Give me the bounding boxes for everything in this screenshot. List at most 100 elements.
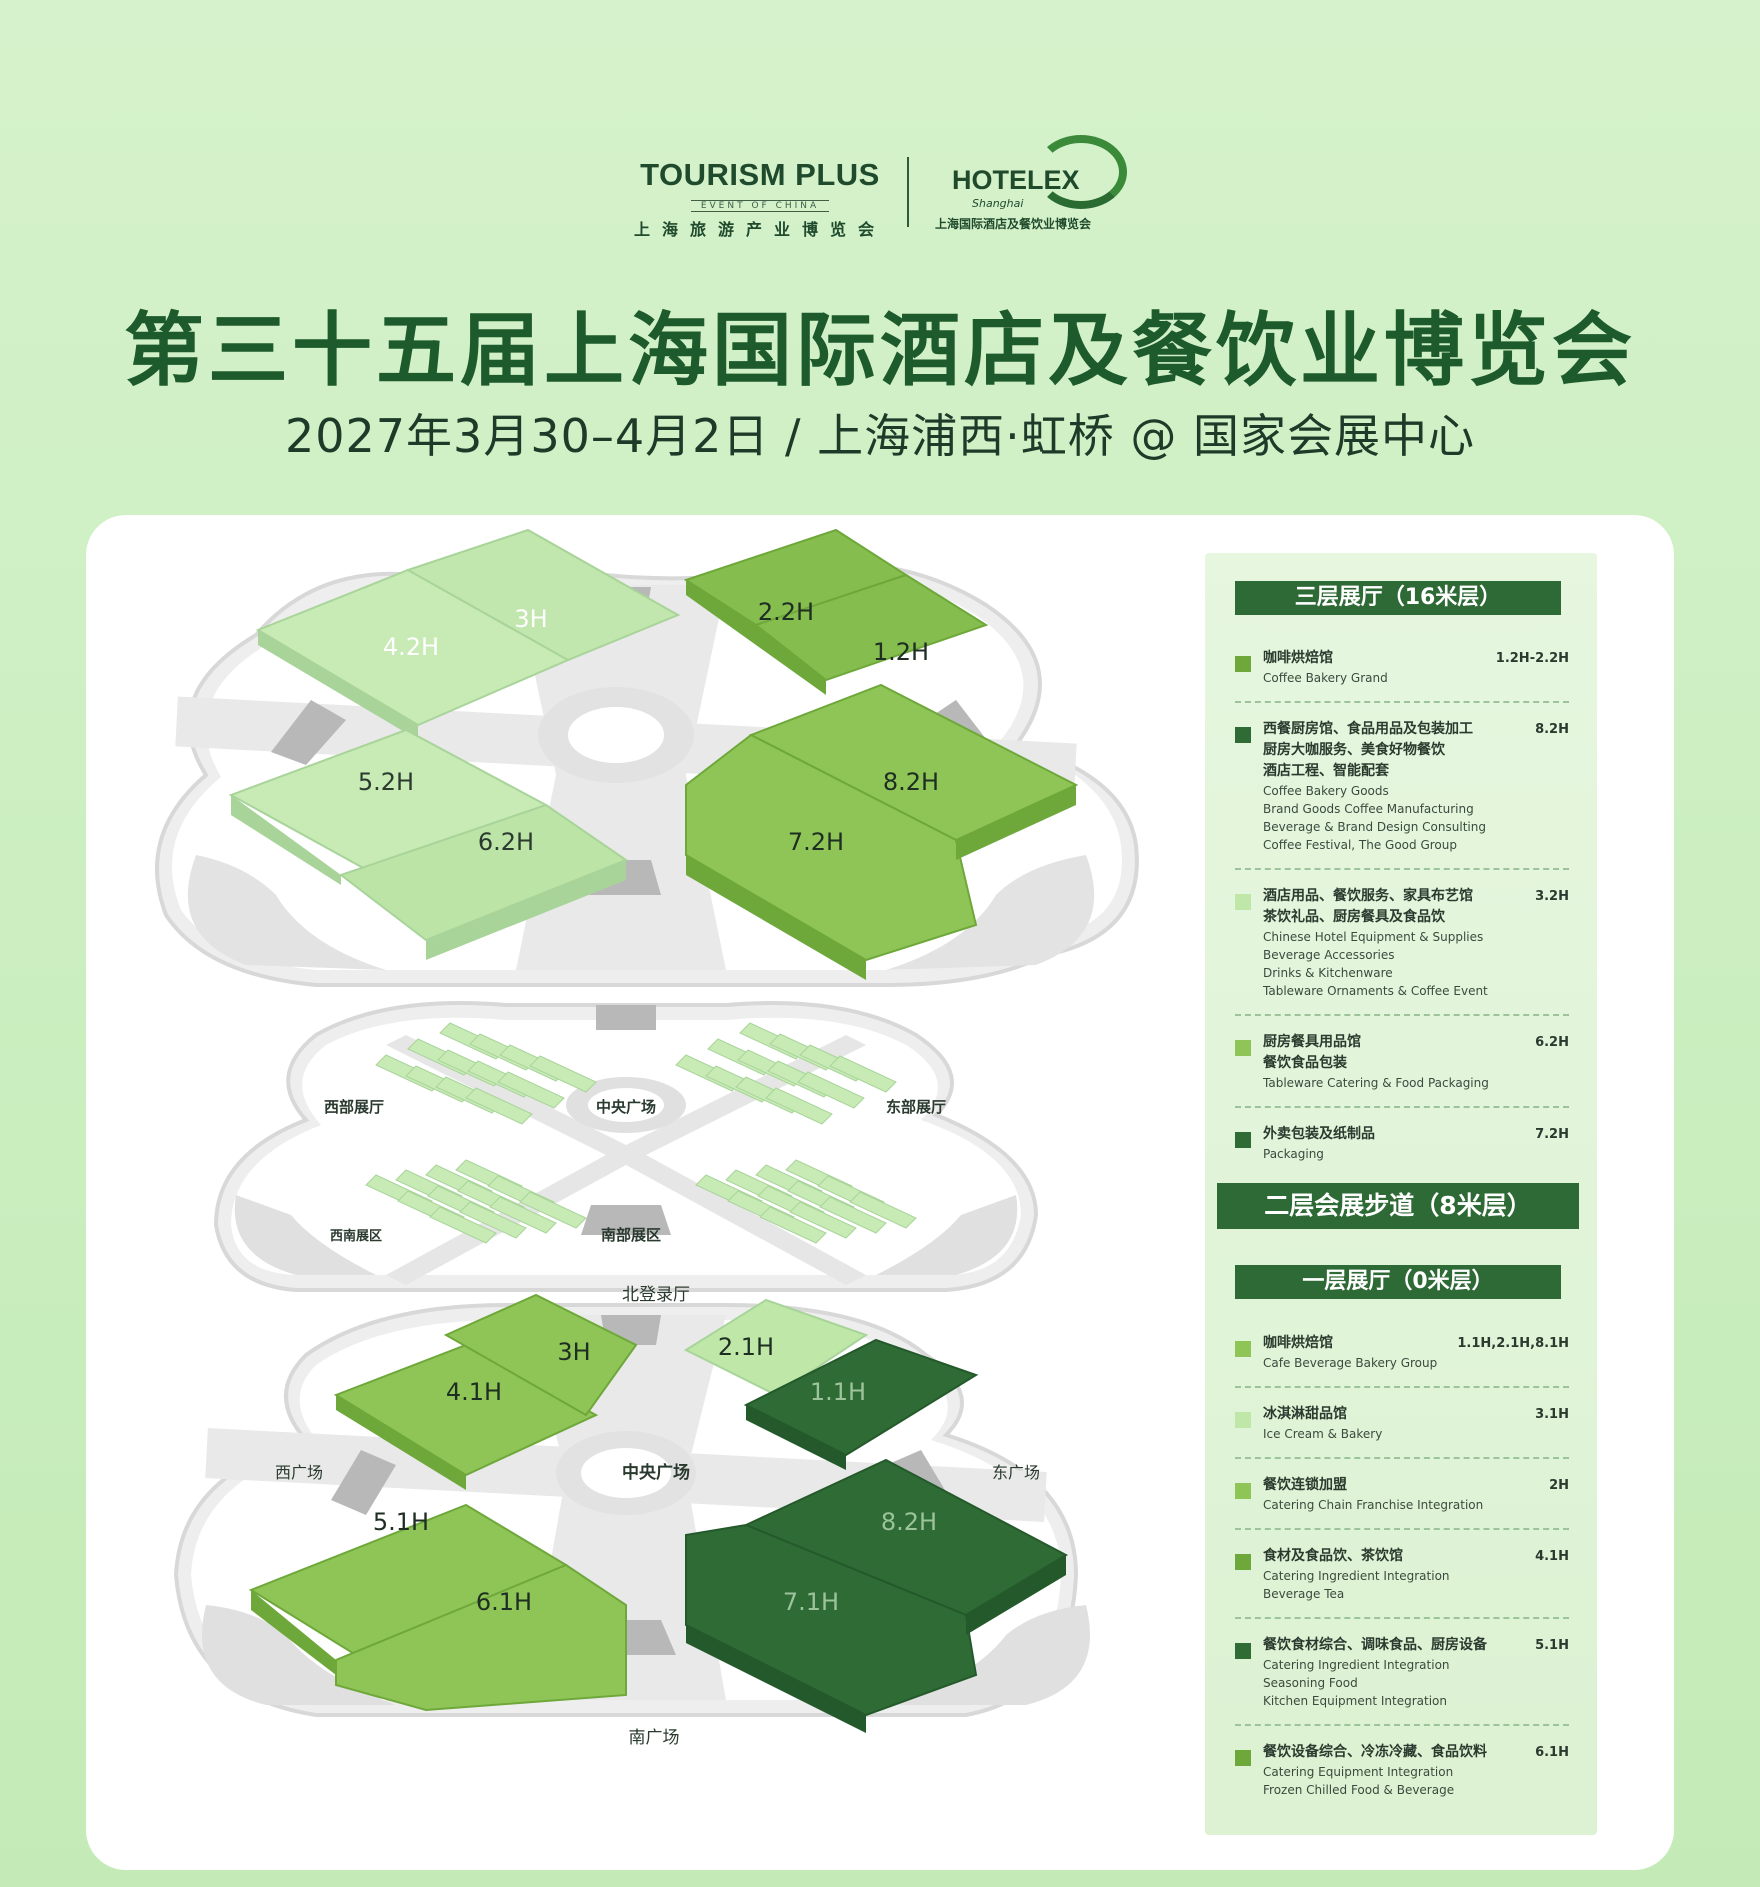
booth-block [465,1087,533,1125]
legend-hall: 1.1H,2.1H,8.1H [1457,1336,1569,1351]
hall-label: 3H [514,605,547,633]
legend-swatch [1235,894,1251,910]
legend-cn: 餐饮连锁加盟 [1263,1477,1347,1493]
legend-swatch [1235,656,1251,672]
hall-label: 3H [557,1338,590,1366]
hall-label: 8.2H [883,768,939,796]
legend-en: Beverage Tea [1263,1587,1345,1601]
legend-divider [1235,1014,1569,1016]
booth-block [797,1071,865,1109]
hall-label: 4.1H [446,1378,502,1406]
tourism-plus-logo: TOURISM PLUS EVENT OF CHINA 上海旅游产业博览会 [630,157,890,240]
legend-en: Chinese Hotel Equipment & Supplies [1263,930,1484,944]
booth-grid [365,1022,917,1244]
mid-west-label: 西部展厅 [324,1098,384,1116]
legend-en: Catering Ingredient Integration [1263,1569,1450,1583]
legend-hall: 5.1H [1535,1638,1569,1653]
level-1f [173,1293,1090,1733]
booth-block [759,1206,827,1244]
legend-en: Beverage & Brand Design Consulting [1263,820,1486,834]
hotelex-brand: HOTELEX [952,165,1080,195]
hall-label: 7.1H [783,1588,839,1616]
mid-east-label: 东部展厅 [886,1098,946,1116]
level-2f [213,1001,1039,1292]
legend-divider [1235,1724,1569,1726]
legend-en: Catering Ingredient Integration [1263,1658,1450,1672]
hall-label: 2.2H [758,598,814,626]
legend-en: Tableware Catering & Food Packaging [1263,1076,1489,1090]
legend-divider [1235,868,1569,870]
hall-label: 2.1H [718,1333,774,1361]
legend-en: Frozen Chilled Food & Beverage [1263,1783,1455,1797]
booth-block [497,1071,565,1109]
legend-hall: 8.2H [1535,722,1569,737]
booth-block [459,1201,527,1239]
legend-swatch [1235,1483,1251,1499]
hotelex-ring-icon [1035,135,1127,209]
legend-en: Tableware Ornaments & Coffee Event [1263,984,1488,998]
hotelex-cn: 上海国际酒店及餐饮业博览会 [935,217,1092,231]
legend-hall: 2H [1549,1478,1569,1493]
booth-block [849,1191,917,1229]
legend-swatch [1235,1750,1251,1766]
legend-en: Kitchen Equipment Integration [1263,1694,1447,1708]
tourism-cn: 上海旅游产业博览会 [633,220,886,239]
legend-cn: 咖啡烘焙馆 [1263,1335,1333,1351]
venue-map: 3H4.2H2.2H1.2H5.2H6.2H8.2H7.2H 中央广场西部展厅东… [155,528,1139,1748]
legend-en: Seasoning Food [1263,1676,1358,1690]
hall-label: 1.1H [810,1378,866,1406]
level-3f [155,528,1139,987]
plaza-east-label: 东广场 [992,1463,1040,1482]
legend-cn: 酒店用品、餐饮服务、家具布艺馆 茶饮礼品、厨房餐具及食品饮 [1263,888,1473,925]
legend-en: Coffee Festival, The Good Group [1263,838,1457,852]
legend-divider [1235,1106,1569,1108]
legend-en: Packaging [1263,1147,1324,1161]
legend-cn: 厨房餐具用品馆 餐饮食品包装 [1263,1034,1361,1071]
hotelex-logo: HOTELEX Shanghai 上海国际酒店及餐饮业博览会 [935,135,1135,235]
legend-swatch [1235,1643,1251,1659]
legend-cn: 西餐厨房馆、食品用品及包装加工 厨房大咖服务、美食好物餐饮 酒店工程、智能配套 [1263,721,1473,779]
level-1f-labels: 3H4.1H2.1H1.1H5.1H6.1H8.2H7.1H中央广场西广场东广场… [275,1333,1040,1748]
hall-label: 4.2H [383,633,439,661]
booth-block [429,1206,497,1244]
legend-en: Cafe Beverage Bakery Group [1263,1356,1438,1370]
legend-header-2f: 二层会展步道（8米层） [1217,1183,1579,1229]
hall-label: 6.2H [478,828,534,856]
legend-header-1f: 一层展厅（0米层） [1235,1265,1561,1299]
legend-cn: 外卖包装及纸制品 [1263,1126,1375,1142]
booth-block [829,1055,897,1093]
logo-divider [907,157,909,227]
hall-label: 5.2H [358,768,414,796]
level-3f-labels: 3H 4.2H 2.2H 1.2H 5.2H 6.2H 8.2H 7.2H [358,598,939,856]
legend-hall: 6.1H [1535,1745,1569,1760]
legend-en: Ice Cream & Bakery [1263,1427,1383,1441]
hotelex-sub: Shanghai [972,197,1024,210]
booth-block [519,1191,587,1229]
legend-hall: 7.2H [1535,1127,1569,1142]
legend-divider [1235,1457,1569,1459]
legend-cn: 餐饮设备综合、冷冻冷藏、食品饮料 [1263,1744,1487,1760]
legend-divider [1235,1386,1569,1388]
legend-hall: 3.1H [1535,1407,1569,1422]
hall-label: 1.2H [873,638,929,666]
mid-south-label: 南部展区 [601,1226,661,1244]
mid-southwest-label: 西南展区 [330,1228,382,1244]
mid-center-label: 中央广场 [596,1098,656,1116]
plaza-west-label: 西广场 [275,1463,323,1482]
hall-label: 7.2H [788,828,844,856]
page-title: 第三十五届上海国际酒店及餐饮业博览会 [124,304,1636,397]
legend-cn: 餐饮食材综合、调味食品、厨房设备 [1263,1637,1487,1653]
legend-hall: 4.1H [1535,1549,1569,1564]
legend-en: Drinks & Kitchenware [1263,966,1393,980]
hall-label: 8.2H [881,1508,937,1536]
legend-cn: 食材及食品饮、茶饮馆 [1263,1548,1403,1564]
legend-en: Catering Equipment Integration [1263,1765,1454,1779]
hall-label: 6.1H [476,1588,532,1616]
legend-swatch [1235,1554,1251,1570]
legend-divider [1235,701,1569,703]
legend-divider [1235,1528,1569,1530]
booth-block [489,1196,557,1234]
legend-header-3f: 三层展厅（16米层） [1235,581,1561,615]
